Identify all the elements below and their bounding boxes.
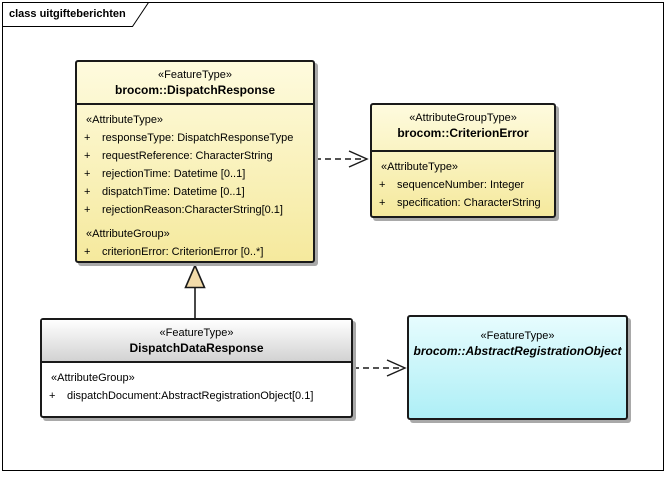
class-header: «AttributeGroupType» brocom::CriterionEr…	[372, 105, 554, 152]
attribute-row: + dispatchTime: Datetime [0..1]	[77, 183, 313, 201]
class-stereotype: «AttributeGroupType»	[409, 112, 517, 124]
visibility-marker: +	[84, 246, 91, 258]
attribute-row: + specification: CharacterString	[372, 194, 554, 212]
attribute-text: requestReference: CharacterString	[102, 150, 273, 162]
attribute-row: + dispatchDocument:AbstractRegistrationO…	[42, 387, 351, 405]
attribute-text: dispatchDocument:AbstractRegistrationObj…	[67, 390, 314, 402]
visibility-marker: +	[84, 186, 91, 198]
visibility-marker: +	[49, 390, 56, 402]
class-box-criterion-error[interactable]: «AttributeGroupType» brocom::CriterionEr…	[370, 103, 556, 218]
class-box-dispatch-response[interactable]: «FeatureType» brocom::DispatchResponse «…	[75, 60, 315, 263]
attribute-type-section-label: «AttributeType»	[381, 161, 459, 173]
class-name: brocom::AbstractRegistrationObject	[413, 344, 622, 358]
class-body: «AttributeType» + sequenceNumber: Intege…	[372, 160, 554, 212]
class-box-abstract-registration-object[interactable]: «FeatureType» brocom::AbstractRegistrati…	[407, 315, 628, 420]
class-stereotype: «FeatureType»	[158, 69, 232, 81]
visibility-marker: +	[379, 179, 386, 191]
attribute-group-section-label: «AttributeGroup»	[86, 228, 170, 240]
class-stereotype: «FeatureType»	[159, 327, 234, 339]
attribute-row: + rejectionTime: Datetime [0..1]	[77, 165, 313, 183]
attribute-text: responseType: DispatchResponseType	[102, 132, 294, 144]
attribute-row: + rejectionReason:CharacterString[0.1]	[77, 201, 313, 219]
attribute-text: specification: CharacterString	[397, 197, 541, 209]
visibility-marker: +	[84, 132, 91, 144]
attribute-text: criterionError: CriterionError [0..*]	[102, 246, 264, 258]
class-header: «FeatureType» brocom::AbstractRegistrati…	[409, 317, 626, 360]
attribute-type-section-label: «AttributeType»	[86, 114, 164, 126]
visibility-marker: +	[84, 204, 91, 216]
attribute-text: rejectionReason:CharacterString[0.1]	[102, 204, 283, 216]
attribute-row: + criterionError: CriterionError [0..*]	[77, 243, 313, 261]
visibility-marker: +	[379, 197, 386, 209]
attribute-row: + responseType: DispatchResponseType	[77, 129, 313, 147]
attribute-row: + requestReference: CharacterString	[77, 147, 313, 165]
visibility-marker: +	[84, 150, 91, 162]
attribute-text: rejectionTime: Datetime [0..1]	[102, 168, 246, 180]
class-box-dispatch-data-response[interactable]: «FeatureType» DispatchDataResponse «Attr…	[40, 318, 353, 418]
diagram-title: class uitgifteberichten	[9, 8, 126, 20]
visibility-marker: +	[84, 168, 91, 180]
class-name: brocom::DispatchResponse	[114, 83, 276, 97]
class-body: «AttributeGroup» + dispatchDocument:Abst…	[42, 371, 351, 405]
attribute-text: sequenceNumber: Integer	[397, 179, 525, 191]
class-body: «AttributeType» + responseType: Dispatch…	[77, 113, 313, 261]
class-name: brocom::CriterionError	[397, 126, 529, 140]
class-header: «FeatureType» brocom::DispatchResponse	[77, 62, 313, 105]
class-header: «FeatureType» DispatchDataResponse	[42, 320, 351, 363]
class-stereotype: «FeatureType»	[480, 330, 555, 342]
attribute-text: dispatchTime: Datetime [0..1]	[102, 186, 245, 198]
class-name: DispatchDataResponse	[129, 341, 264, 355]
attribute-row: + sequenceNumber: Integer	[372, 176, 554, 194]
attribute-group-section-label: «AttributeGroup»	[51, 372, 135, 384]
